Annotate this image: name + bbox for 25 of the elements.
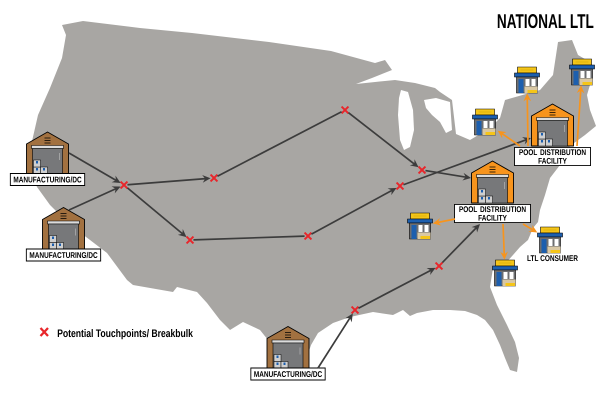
cross-mark (396, 182, 404, 190)
label-box: POOL DISTRIBUTION FACILITY (514, 147, 591, 166)
store-icon (492, 260, 518, 286)
arrow (442, 224, 480, 264)
cross-mark (350, 306, 360, 314)
cross-mark (186, 236, 194, 244)
store-icon (472, 108, 498, 136)
label-box: POOL DISTRIBUTION FACILITY (454, 204, 531, 223)
line (193, 235, 305, 241)
store-icon (407, 212, 433, 240)
store-label: LTL CONSUMER (527, 255, 578, 262)
cross-mark (120, 180, 128, 190)
store-icon (569, 58, 595, 86)
title: NATIONAL LTL (498, 14, 594, 28)
cross-mark (418, 166, 426, 174)
label-box: MANUFACTURING/DC (26, 248, 102, 262)
legend-text: Potential Touchpoints/ Breakbulk (58, 329, 193, 340)
label-box: MANUFACTURING/DC (10, 173, 86, 186)
cross-mark (304, 232, 312, 240)
store-icon (514, 66, 540, 94)
line (217, 111, 342, 177)
label-box: MANUFACTURING/DC (250, 368, 326, 380)
cross-mark (210, 174, 218, 182)
cross-mark (340, 106, 350, 114)
cross-mark (434, 262, 444, 270)
